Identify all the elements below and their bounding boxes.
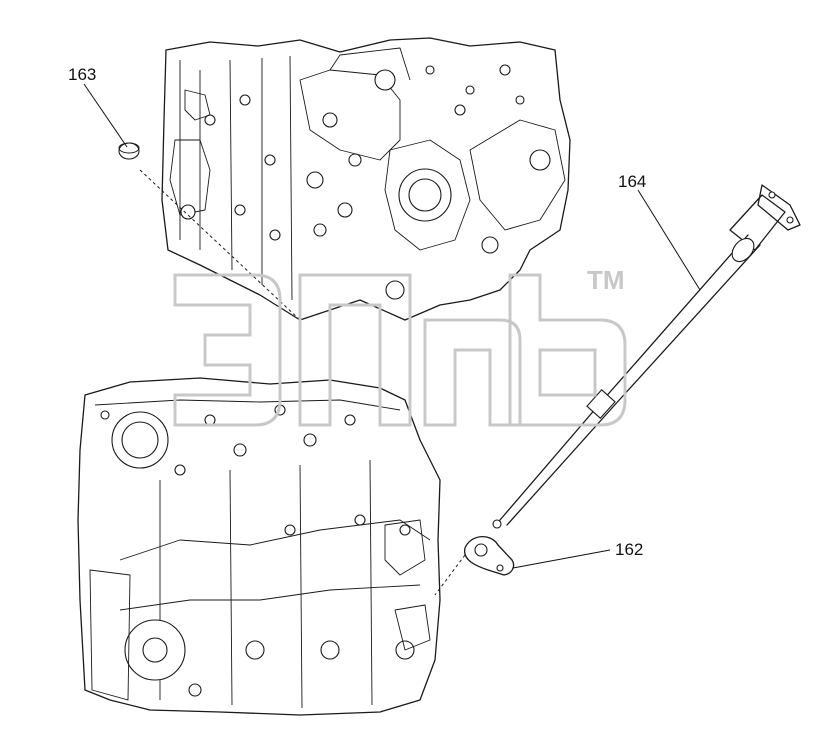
leader-163	[83, 83, 128, 148]
watermark-tm: TM	[587, 265, 625, 295]
dipstick-tube-part-164	[492, 184, 801, 529]
callouts: 163 164 162	[68, 65, 701, 569]
callout-163-label: 163	[68, 65, 96, 84]
lower-engine-block	[77, 377, 441, 716]
clamp-bracket-part-162	[434, 536, 515, 596]
callout-164-label: 164	[618, 172, 646, 191]
plug-part-163	[118, 142, 140, 160]
leader-164	[637, 189, 701, 291]
watermark: TM	[173, 265, 627, 427]
leader-162	[512, 549, 611, 569]
callout-162-label: 162	[615, 540, 643, 559]
upper-engine-block	[139, 37, 571, 321]
